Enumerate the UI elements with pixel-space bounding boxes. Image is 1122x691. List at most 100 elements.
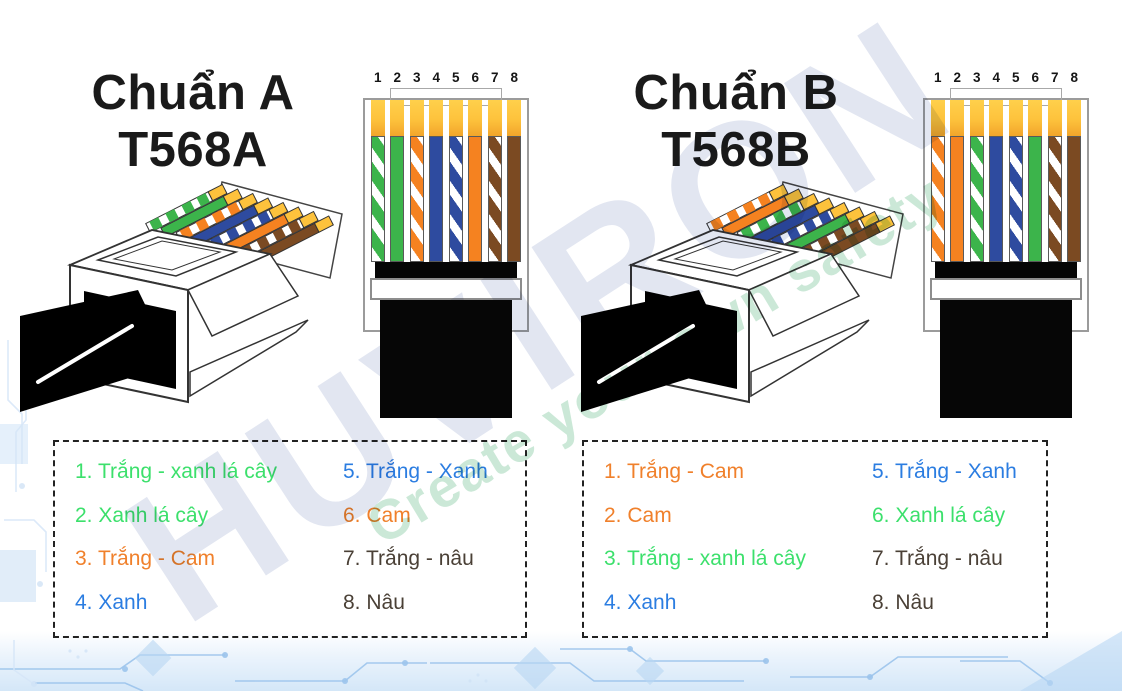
legend-item: 7. Trắng - nâu xyxy=(343,547,474,570)
gold-pin-6 xyxy=(468,100,483,136)
legend-item: 4. Xanh xyxy=(75,590,148,614)
top-opening xyxy=(659,237,797,276)
pins-row xyxy=(925,100,1087,136)
gold-pin-7 xyxy=(487,100,502,136)
wire3d-trang-xanh-la-cay xyxy=(736,192,819,243)
pin-number: 1 xyxy=(933,70,942,85)
wire3d-trang-nau xyxy=(797,210,880,261)
front-wire-trang-xanh-duong xyxy=(448,136,463,262)
latch-outline xyxy=(390,88,502,106)
standard-a-code: T568A xyxy=(118,122,268,177)
pin-number: 7 xyxy=(1050,70,1059,85)
gold-pin-4 xyxy=(989,100,1004,136)
pin-number: 2 xyxy=(393,70,401,85)
gold-pin-2 xyxy=(390,100,405,136)
legend-item: 8. Nâu xyxy=(872,590,934,614)
cable-highlight xyxy=(38,326,132,382)
pin-number: 8 xyxy=(1070,70,1078,85)
front-wire-trang-nau xyxy=(1047,136,1062,262)
pin-number: 5 xyxy=(1011,70,1020,85)
standard-b-code: T568B xyxy=(661,122,811,177)
pin-number: 7 xyxy=(490,70,499,85)
legend-item: 7. Trắng - nâu xyxy=(872,547,1003,570)
pin-number: 3 xyxy=(972,70,981,85)
connector-latch xyxy=(190,320,308,396)
cable-front xyxy=(940,298,1072,418)
wire3d-cam xyxy=(221,206,304,256)
pin-number: 4 xyxy=(432,70,440,85)
connector-right-step xyxy=(188,254,298,336)
connector-body xyxy=(923,88,1089,418)
pins-row xyxy=(365,100,527,136)
standard-a-name: Chuẩn A xyxy=(91,65,295,120)
gold-pin-8 xyxy=(1067,100,1082,136)
legend-item: 8. Nâu xyxy=(343,590,405,614)
wire3d-trang-xanh-la-cay xyxy=(145,183,228,234)
legend-item: 5. Trắng - Xanh xyxy=(343,460,488,483)
legend-item: 3. Trắng - Cam xyxy=(75,547,216,570)
strain-relief-bar xyxy=(370,278,522,300)
front-wire-trang-cam xyxy=(930,136,945,262)
legend-col2: 5. Trắng - Xanh 6. Xanh lá cây 7. Trắng - … xyxy=(872,458,1017,632)
front-wire-trang-xanh-la-cay xyxy=(969,136,984,262)
top-opening xyxy=(98,237,236,276)
legend-item: 5. Trắng - Xanh xyxy=(872,460,1017,483)
gold-pin-3 xyxy=(969,100,984,136)
connector-latch xyxy=(751,320,869,396)
gold-pin-8 xyxy=(507,100,522,136)
pin-number: 4 xyxy=(992,70,1000,85)
front-wire-xanh-la-cay xyxy=(390,136,405,262)
wires-row xyxy=(925,136,1087,262)
wire3d-trang-cam xyxy=(706,183,789,234)
legend-item: 6. Xanh lá cây xyxy=(872,503,1006,527)
standard-a-title: Chuẩn A T568A xyxy=(38,65,348,179)
rj45-3d-view xyxy=(581,170,931,412)
front-wire-trang-cam xyxy=(409,136,424,262)
strain-relief-bar xyxy=(930,278,1082,300)
standard-b-name: Chuẩn B xyxy=(633,65,839,120)
gold-pin-5 xyxy=(1008,100,1023,136)
wire3d-trang-cam xyxy=(175,192,258,243)
front-wire-trang-nau xyxy=(487,136,502,262)
pin-number: 8 xyxy=(510,70,518,85)
rj45-3d-view xyxy=(20,170,370,412)
gold-pin-1 xyxy=(370,100,385,136)
gold-pin-2 xyxy=(950,100,965,136)
front-wire-xanh-duong xyxy=(429,136,444,262)
legend-item: 1. Trắng - xanh lá cây xyxy=(75,460,277,483)
legend-item: 6. Cam xyxy=(343,503,411,527)
gold-pin-7 xyxy=(1047,100,1062,136)
connector-body xyxy=(363,88,529,418)
legend-item: 3. Trắng - xanh lá cây xyxy=(604,547,806,570)
cable-front xyxy=(380,298,512,418)
wire3d-trang-xanh-duong xyxy=(205,201,289,252)
front-wire-trang-xanh-la-cay xyxy=(370,136,385,262)
cable-highlight xyxy=(599,326,693,382)
front-wire-nau xyxy=(507,136,522,262)
front-wire-cam xyxy=(950,136,965,262)
pin-number: 1 xyxy=(373,70,382,85)
gold-pin-6 xyxy=(1028,100,1043,136)
circuit-pattern-bottom xyxy=(0,631,1122,691)
cable-3d xyxy=(20,290,174,412)
legend-item: 4. Xanh xyxy=(604,590,677,614)
legend-item: 1. Trắng - Cam xyxy=(604,460,745,483)
front-wire-trang-xanh-duong xyxy=(1008,136,1023,262)
wire3d-cam xyxy=(721,188,804,238)
pin-number: 5 xyxy=(451,70,460,85)
pin-number: 3 xyxy=(412,70,421,85)
standard-b-title: Chuẩn B T568B xyxy=(581,65,891,179)
legend-col2: 5. Trắng - Xanh 6. Cam 7. Trắng - nâu 8. Nâ… xyxy=(343,458,488,632)
pin-number: 2 xyxy=(953,70,961,85)
front-wire-nau xyxy=(1067,136,1082,262)
